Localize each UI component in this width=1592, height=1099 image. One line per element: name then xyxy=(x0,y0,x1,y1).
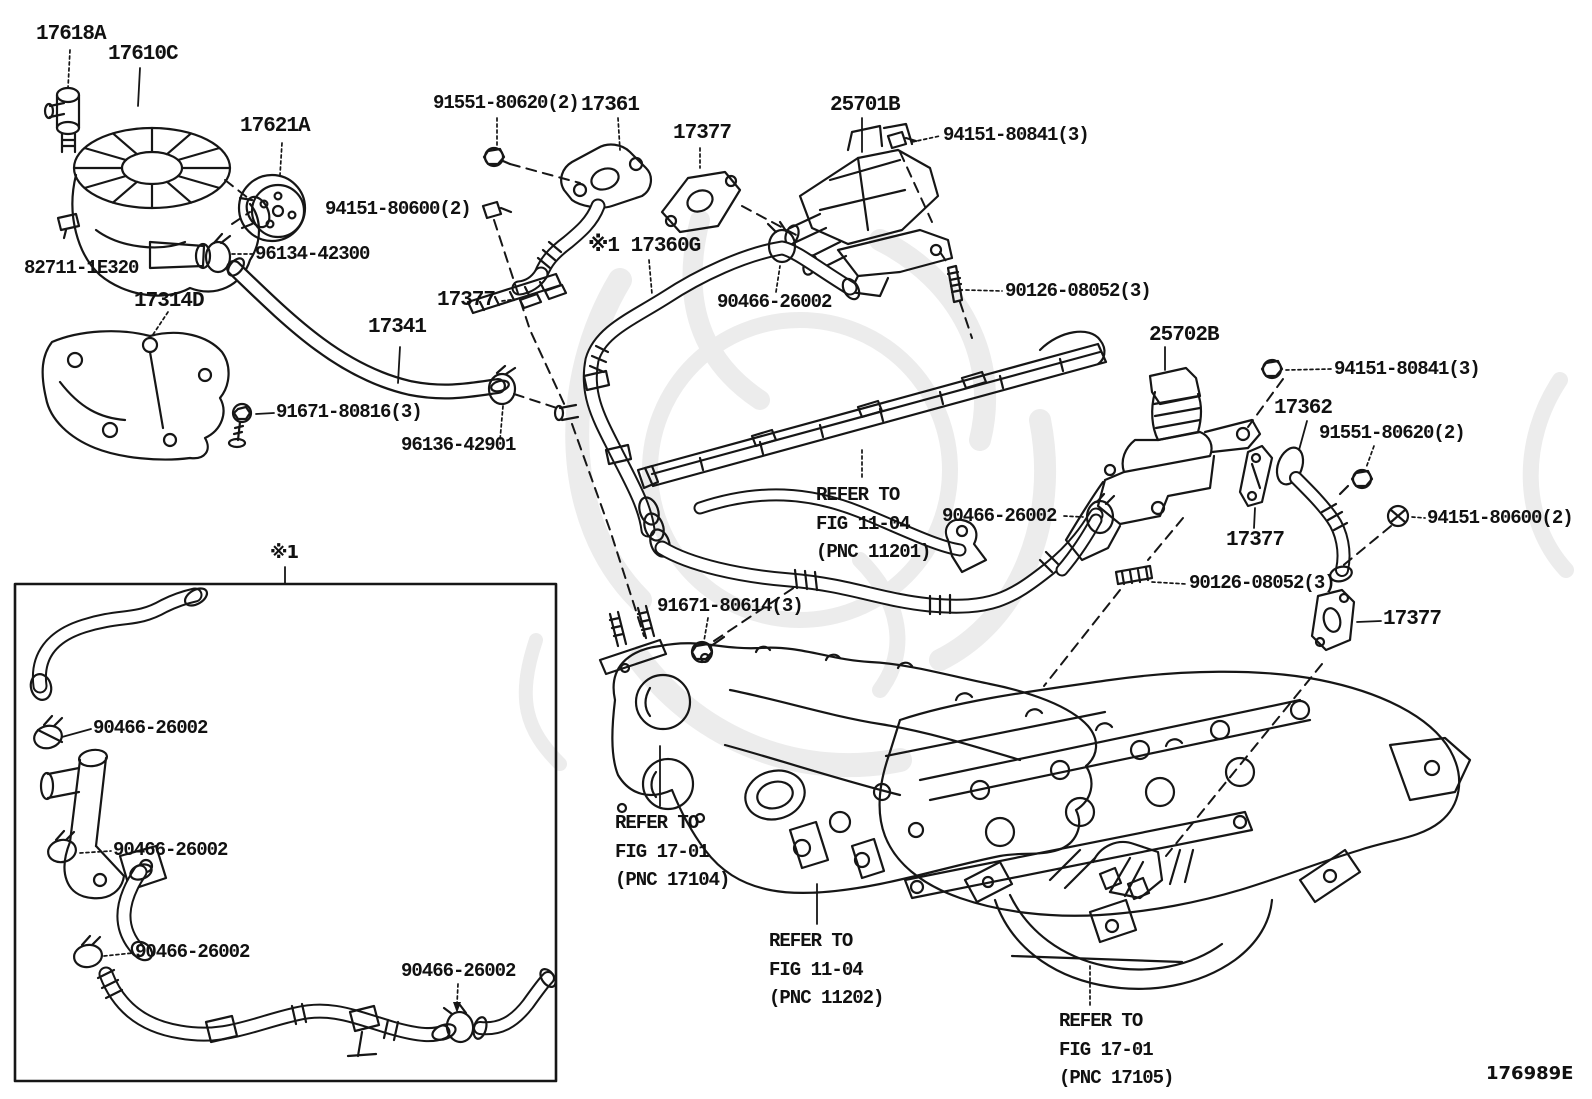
engine-head-17104-drawing xyxy=(598,604,1098,894)
inset-box-drawing xyxy=(13,582,558,1083)
part-label-17377-b: 17377 xyxy=(673,122,732,145)
part-label-17361: 17361 xyxy=(581,94,640,117)
part-label-17341: 17341 xyxy=(368,316,427,339)
bolt-91671-80816-drawing xyxy=(227,402,253,449)
clamp-inset3-drawing xyxy=(72,943,104,969)
part-label-17377-d: 17377 xyxy=(1383,608,1442,631)
part-label-90466-inset3: 90466-26002 xyxy=(135,941,250,963)
part-label-94151-80841-top: 94151-80841(3) xyxy=(943,124,1090,146)
bracket-17314D-drawing xyxy=(41,330,253,461)
part-label-82711-1E320: 82711-1E320 xyxy=(24,257,139,279)
bolt-91551-top-drawing xyxy=(482,146,512,168)
refer-note-pnc-11201: REFER TO FIG 11-04 (PNC 11201) xyxy=(816,484,931,563)
bolt-82711-1E320-drawing xyxy=(56,212,81,240)
part-label-17618A: 17618A xyxy=(36,23,107,46)
clamp-96134-42300-drawing xyxy=(204,240,232,274)
part-label-90126-right: 90126-08052(3) xyxy=(1189,572,1336,594)
nut-94151-80841-right-drawing xyxy=(1260,358,1284,380)
bolt-91551-right-drawing xyxy=(1338,468,1374,496)
part-label-91671-80816: 91671-80816(3) xyxy=(276,401,423,423)
gasket-17377-d-drawing xyxy=(1310,588,1356,652)
background-watermark xyxy=(518,210,1574,778)
clamp-inset1-drawing xyxy=(33,724,63,750)
clamp-96136-42901-drawing xyxy=(487,372,517,406)
part-label-17621A: 17621A xyxy=(240,115,311,138)
refer-note-pnc-17105: REFER TO FIG 17-01 (PNC 17105) xyxy=(1059,1010,1174,1089)
fitting-17618A-drawing xyxy=(43,86,81,154)
pipe-17362-drawing xyxy=(1275,446,1353,583)
leader-lines-solid xyxy=(61,67,1382,925)
refer-note-pnc-17104: REFER TO FIG 17-01 (PNC 17104) xyxy=(615,812,730,891)
stud-90126-right-drawing xyxy=(1114,564,1154,586)
part-label-17377-a: 17377 xyxy=(437,289,496,312)
part-label-17314D: 17314D xyxy=(134,290,205,313)
part-label-94151-80600-right: 94151-80600(2) xyxy=(1427,507,1574,529)
part-label-96136-42901: 96136-42901 xyxy=(401,434,516,456)
part-label-17362: 17362 xyxy=(1274,397,1333,420)
screw-94151-80600-top-drawing xyxy=(481,200,513,220)
part-label-90466-mid: 90466-26002 xyxy=(942,505,1057,527)
clamp-inset4-drawing xyxy=(445,1010,475,1044)
part-label-17360G: ※1 17360G xyxy=(588,235,701,258)
stud-90126-top-drawing xyxy=(946,264,964,304)
pulley-17621A-drawing xyxy=(237,173,307,243)
part-label-91671-80614: 91671-80614(3) xyxy=(657,595,804,617)
part-label-17377-c: 17377 xyxy=(1226,529,1285,552)
leader-lines-dotted xyxy=(67,49,1426,1006)
drawing-number: 176989E xyxy=(1486,1063,1574,1084)
part-label-90466-inset1: 90466-26002 xyxy=(93,717,208,739)
part-label-94151-80600-top: 94151-80600(2) xyxy=(325,198,472,220)
part-label-17610C: 17610C xyxy=(108,43,179,66)
part-label-90466-inset4: 90466-26002 xyxy=(401,960,516,982)
air-pump-17610C-drawing xyxy=(43,86,271,297)
hose-17360G-drawing xyxy=(553,220,1116,616)
exhaust-manifold-17105-drawing xyxy=(963,840,1362,990)
clamp-inset2-drawing xyxy=(47,838,77,864)
gasket-17377-b-drawing xyxy=(660,170,742,234)
part-label-94151-80841-right: 94151-80841(3) xyxy=(1334,358,1481,380)
valve-25702B-drawing xyxy=(1064,358,1410,652)
refer-note-pnc-11202: REFER TO FIG 11-04 (PNC 11202) xyxy=(769,930,884,1009)
gasket-17377-c-drawing xyxy=(1238,444,1274,508)
part-label-90466-inset2: 90466-26002 xyxy=(113,839,228,861)
part-label-96134-42300: 96134-42300 xyxy=(255,243,370,265)
part-label-91551-80620-top: 91551-80620(2) xyxy=(433,92,580,114)
part-label-25702B: 25702B xyxy=(1149,324,1220,347)
screw-94151-80841-top-drawing xyxy=(886,130,918,150)
fastener-icons xyxy=(481,146,513,220)
part-label-90466-top: 90466-26002 xyxy=(717,291,832,313)
clamp-90466-top-drawing xyxy=(767,228,797,264)
part-label-90126-top: 90126-08052(3) xyxy=(1005,280,1152,302)
inset-footnote-marker: ※1 xyxy=(270,542,299,563)
engine-cover-11202-drawing xyxy=(878,670,1472,917)
manifold-pnc-11201-drawing xyxy=(636,330,1108,490)
egr-pipe-17361-drawing xyxy=(466,143,652,315)
part-label-91551-80620-right: 91551-80620(2) xyxy=(1319,422,1466,444)
hose-17341-drawing xyxy=(226,257,517,406)
part-label-25701B: 25701B xyxy=(830,94,901,117)
nut-94151-80600-right-drawing xyxy=(1386,504,1410,528)
exploded-dashed-lines xyxy=(224,151,1392,857)
bolt-91671-80614-drawing xyxy=(690,635,726,664)
